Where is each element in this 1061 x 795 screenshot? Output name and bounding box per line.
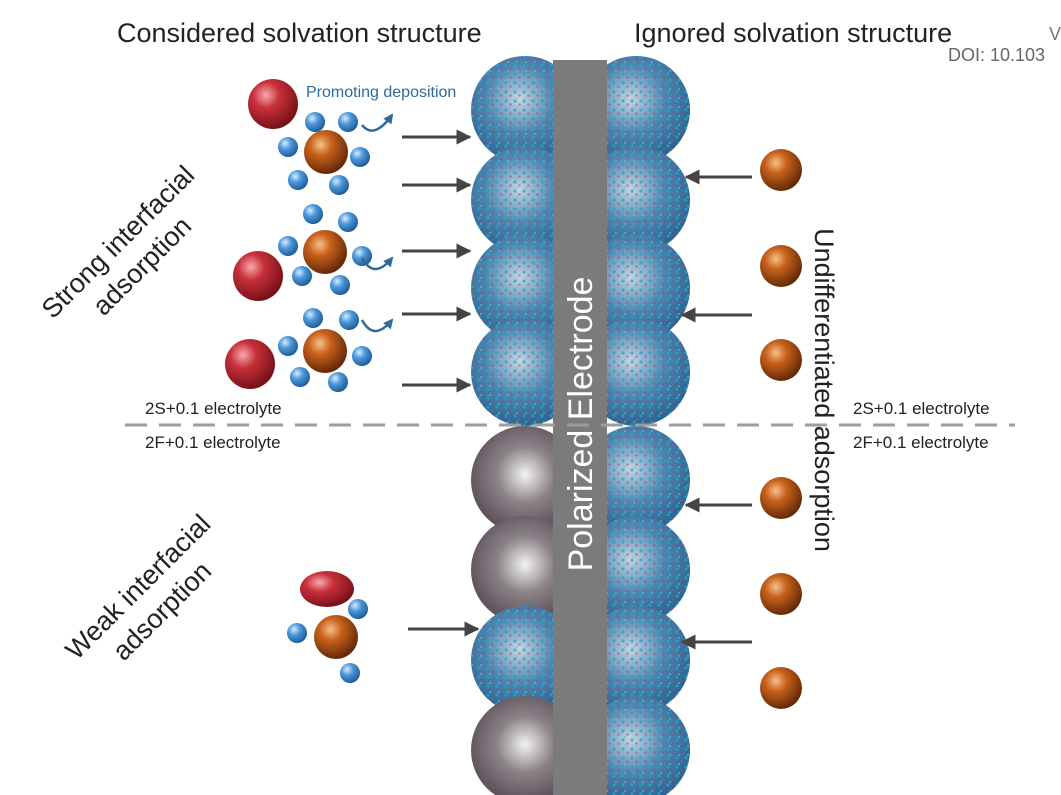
- promoting-deposition-label: Promoting deposition: [306, 84, 456, 101]
- right-arrows: [680, 169, 752, 650]
- considered-header: Considered solvation structure: [117, 18, 482, 48]
- corner-fragment: V: [1049, 24, 1061, 44]
- electrolyte-label-lower-left: 2F+0.1 electrolyte: [145, 433, 281, 452]
- solvation-cluster-1: [248, 79, 370, 195]
- left-arrows: [402, 129, 480, 637]
- doi-fragment: DOI: 10.103: [948, 45, 1046, 65]
- solvation-cluster-3: [225, 308, 372, 392]
- electrolyte-label-upper-right: 2S+0.1 electrolyte: [853, 399, 990, 418]
- right-cations: [760, 149, 802, 709]
- undifferentiated-adsorption-label: Undifferentiated adsorption: [809, 228, 839, 552]
- solvation-cluster-weak: [287, 571, 368, 683]
- promoting-deposition-arrows: [360, 113, 394, 333]
- solvation-cluster-2: [233, 204, 372, 301]
- electrolyte-label-lower-right: 2F+0.1 electrolyte: [853, 433, 989, 452]
- polarized-electrode-bar: [553, 60, 607, 795]
- electrode-left-surface: [471, 56, 579, 795]
- electrolyte-label-upper-left: 2S+0.1 electrolyte: [145, 399, 282, 418]
- ignored-header: Ignored solvation structure: [634, 18, 953, 48]
- electrode-right-surface: [582, 56, 690, 795]
